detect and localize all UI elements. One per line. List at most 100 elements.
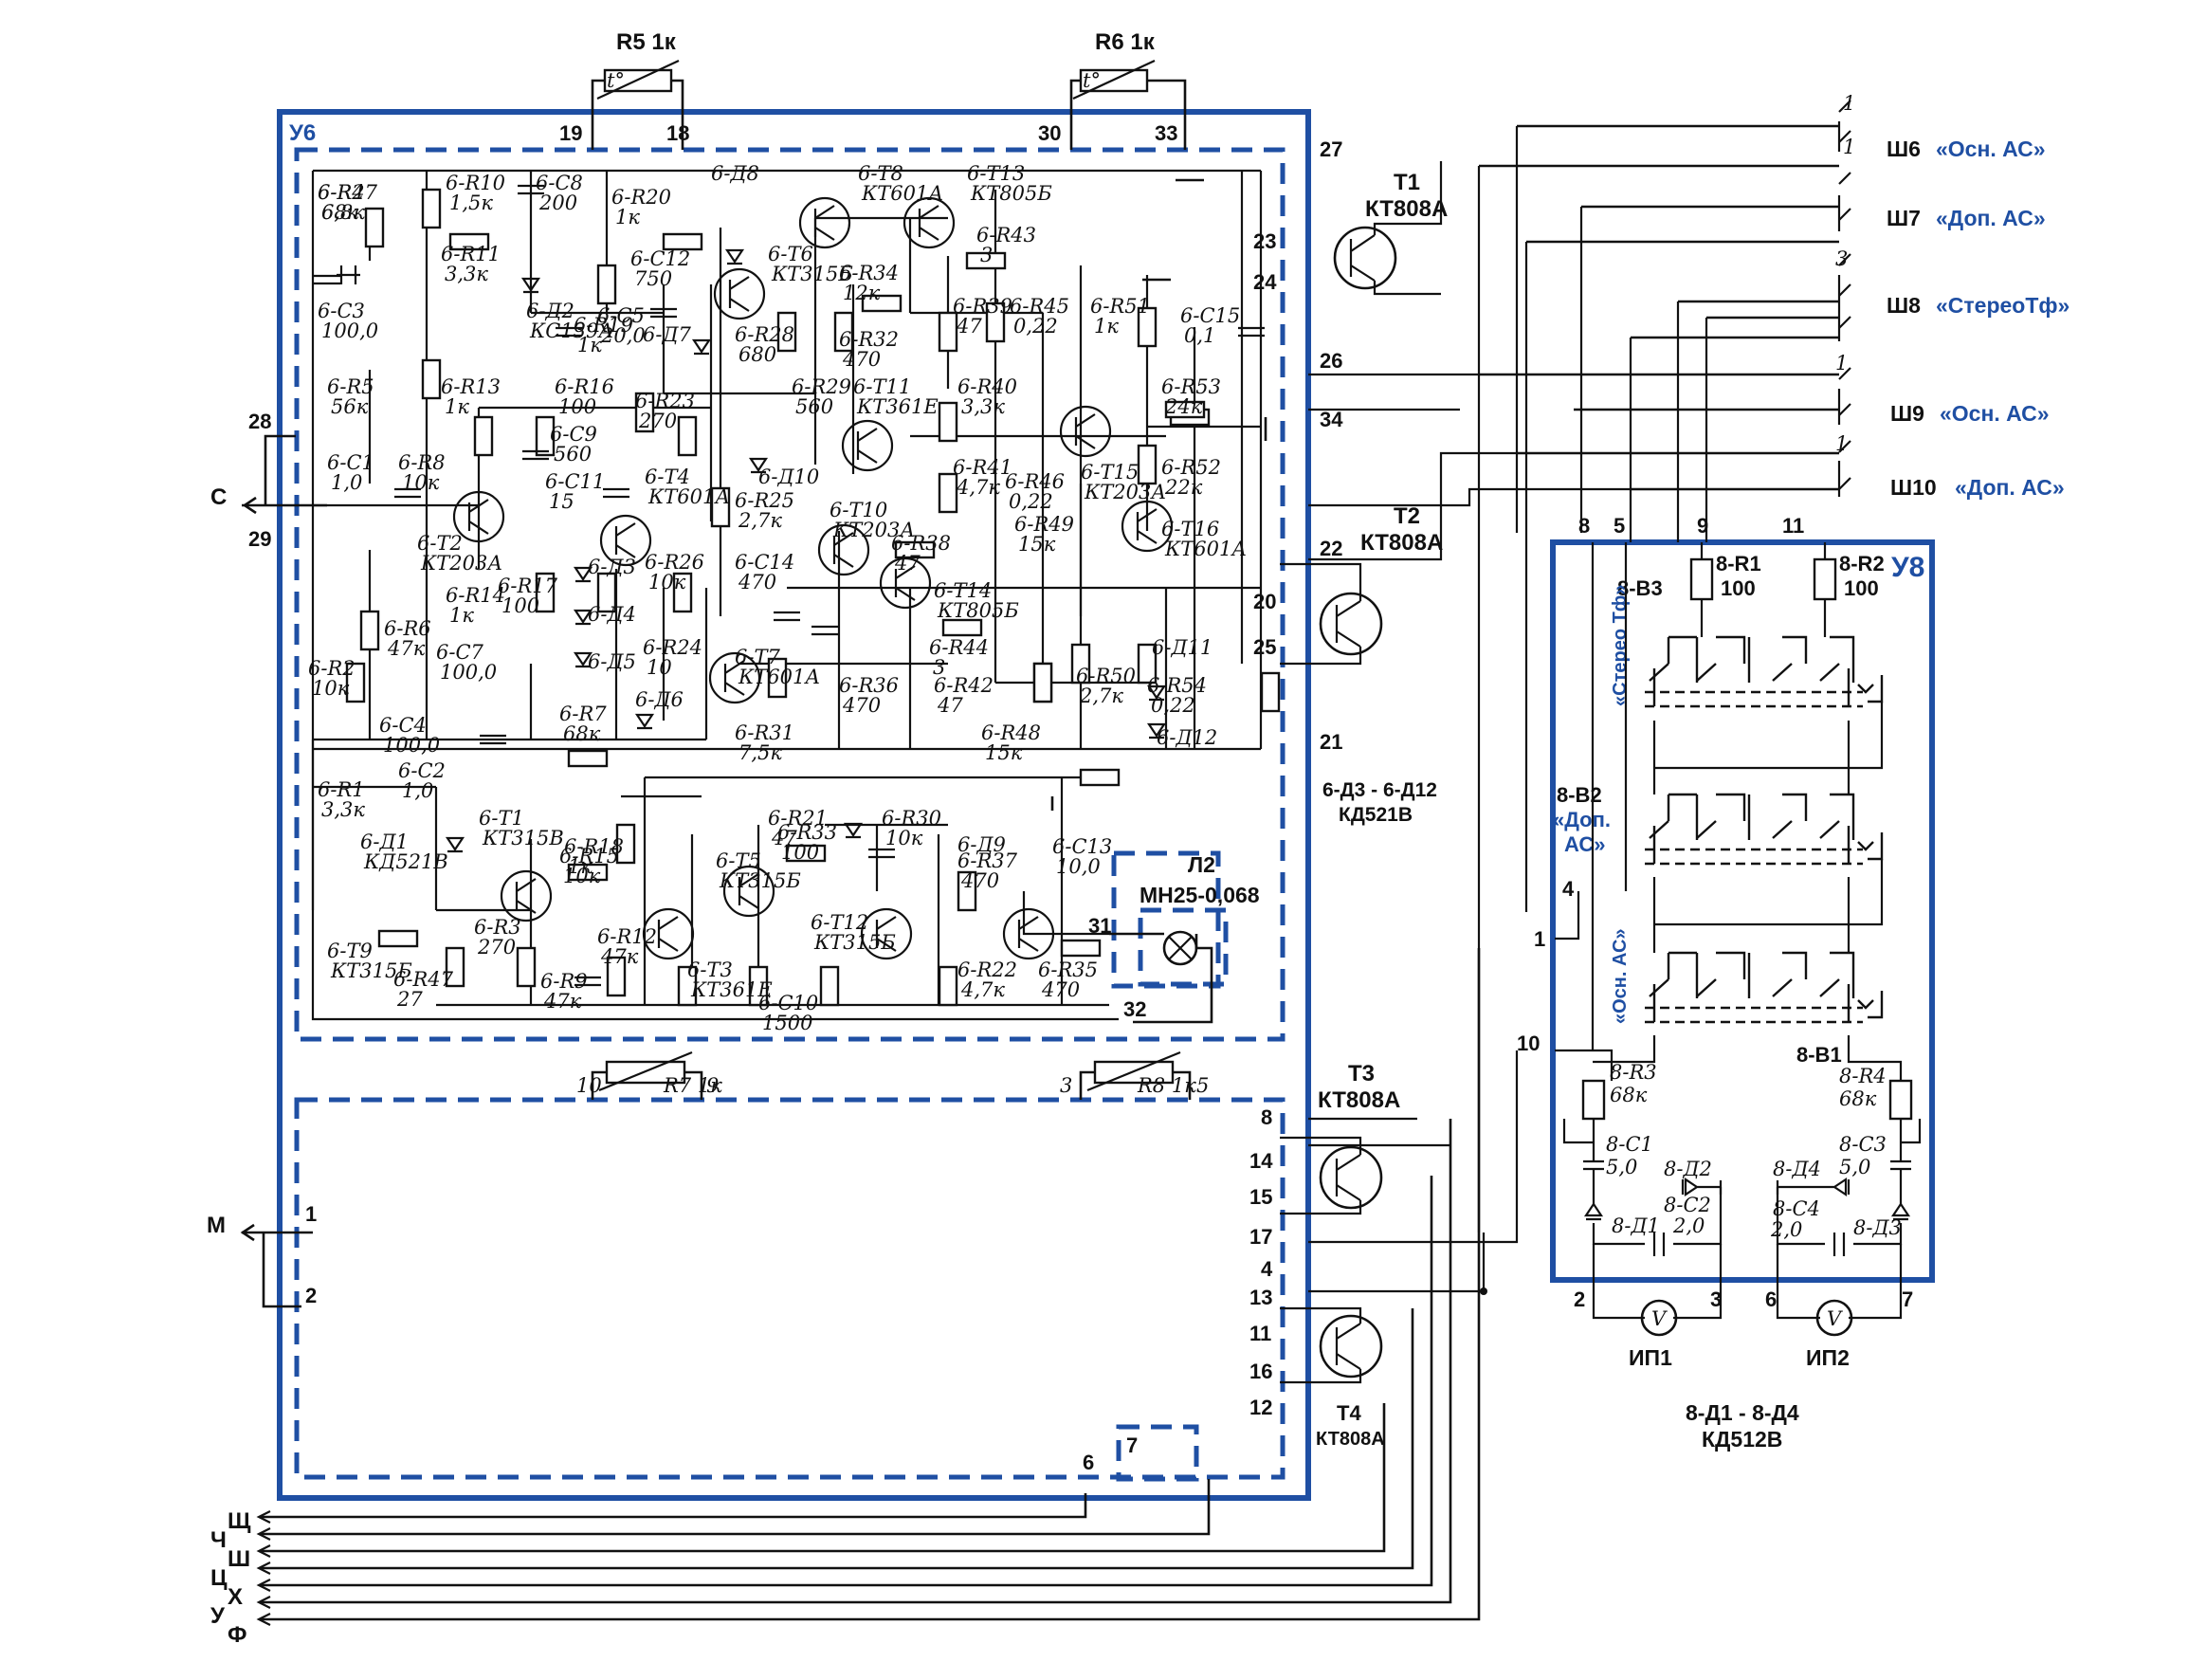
pin-24: 24 xyxy=(1253,270,1277,294)
bus-kh: Х xyxy=(228,1584,243,1610)
pin-8: 8 xyxy=(1261,1105,1272,1129)
svg-text:6-R5: 6-R5 xyxy=(327,375,374,398)
svg-text:47к: 47к xyxy=(600,945,639,968)
svg-text:6-Т15: 6-Т15 xyxy=(1081,461,1139,484)
t1-leads xyxy=(1349,161,1443,296)
svg-text:6-R12: 6-R12 xyxy=(597,925,657,948)
u8-r3-resistor xyxy=(1581,1079,1606,1121)
svg-text:68к: 68к xyxy=(563,722,601,745)
r6-thermistor-slash xyxy=(1072,60,1156,100)
u6-upper-subboard xyxy=(294,147,1285,1042)
svg-text:470: 470 xyxy=(738,571,776,593)
input-c-label: С xyxy=(210,484,227,510)
u8-pin-3: 3 xyxy=(1710,1287,1722,1311)
svg-text:1,5к: 1,5к xyxy=(449,192,493,214)
svg-text:47к: 47к xyxy=(543,990,582,1013)
svg-text:КТ315Б: КТ315Б xyxy=(719,869,801,892)
svg-text:6-R33: 6-R33 xyxy=(777,821,837,844)
r8-leads xyxy=(1079,1070,1192,1100)
svg-text:6-Д5: 6-Д5 xyxy=(588,650,636,673)
svg-text:100,0: 100,0 xyxy=(440,661,497,684)
svg-text:6-Д12: 6-Д12 xyxy=(1157,726,1217,749)
bus-ch: Ч xyxy=(210,1527,227,1553)
svg-text:750: 750 xyxy=(634,267,672,290)
u8-pin-7: 7 xyxy=(1902,1287,1913,1311)
svg-text:6-Д9: 6-Д9 xyxy=(957,833,1006,856)
r8-label: R8 1к xyxy=(1137,1074,1196,1097)
svg-text:47: 47 xyxy=(937,694,963,717)
connector-sh7-name: «Доп. АС» xyxy=(1936,206,2046,230)
svg-text:6-Т10: 6-Т10 xyxy=(830,499,887,521)
svg-text:КТ361Е: КТ361Е xyxy=(856,395,939,418)
block-u8-title: У8 xyxy=(1891,552,1924,583)
switch-b2[interactable] xyxy=(1645,793,1884,866)
svg-text:6-R37: 6-R37 xyxy=(957,849,1018,872)
svg-text:6-Д11: 6-Д11 xyxy=(1152,636,1213,659)
switch-b3[interactable] xyxy=(1645,635,1884,708)
pin-19: 19 xyxy=(559,121,582,145)
svg-text:10к: 10к xyxy=(312,677,350,700)
r6-leads xyxy=(1069,79,1187,150)
r7-leads xyxy=(591,1070,703,1100)
input-m-wire xyxy=(242,1231,313,1308)
svg-text:3: 3 xyxy=(933,656,945,679)
svg-text:6-Т3: 6-Т3 xyxy=(687,959,733,981)
u8-b3-name: «Стерео Тф» xyxy=(1610,585,1631,706)
svg-text:47к: 47к xyxy=(387,637,426,660)
svg-text:6-R27: 6-R27 xyxy=(318,181,378,204)
svg-text:КД521В: КД521В xyxy=(363,850,448,873)
svg-text:6-R6: 6-R6 xyxy=(384,617,431,640)
meter-ip1 xyxy=(1640,1299,1678,1337)
pin-7: 7 xyxy=(1126,1433,1138,1457)
u8-b2-name-line2: АС» xyxy=(1564,832,1605,856)
u8-r2-ref: 8-R2 xyxy=(1839,552,1885,575)
svg-text:6-R7: 6-R7 xyxy=(559,703,607,725)
svg-text:6-С10: 6-С10 xyxy=(758,992,818,1014)
svg-text:6-Д8: 6-Д8 xyxy=(711,162,759,185)
connector-sh10-name: «Доп. АС» xyxy=(1955,475,2065,500)
pin-1: 1 xyxy=(305,1202,317,1226)
switch-b1[interactable] xyxy=(1645,951,1884,1024)
svg-text:6-R28: 6-R28 xyxy=(735,323,794,346)
svg-text:1: 1 xyxy=(1835,352,1848,374)
pin-29: 29 xyxy=(248,527,271,551)
u6-circuit-body: 6-R468к6-С3100,06-R556к6-С11,06-R810к6-R… xyxy=(308,162,1281,1034)
svg-text:6-R8: 6-R8 xyxy=(398,451,446,474)
svg-text:12к: 12к xyxy=(843,282,881,304)
u8-r1-ref: 8-R1 xyxy=(1716,552,1761,575)
svg-text:6-С8: 6-С8 xyxy=(536,172,583,194)
u8-d3-ref: 8-Д3 xyxy=(1853,1216,1902,1239)
bus-sh: Ш xyxy=(228,1546,250,1572)
t2-transistor-symbol xyxy=(1319,592,1383,656)
u8-diode-note-line2: КД512В xyxy=(1702,1427,1782,1452)
svg-text:2,7к: 2,7к xyxy=(1079,685,1123,707)
pin-17: 17 xyxy=(1249,1225,1272,1249)
svg-text:4,7к: 4,7к xyxy=(960,978,1005,1001)
svg-text:6-Д3: 6-Д3 xyxy=(588,556,636,578)
svg-text:КТ805Б: КТ805Б xyxy=(970,182,1052,205)
pin-34: 34 xyxy=(1320,408,1343,431)
pin-26: 26 xyxy=(1320,349,1342,373)
meter-ip1-glyph: V xyxy=(1651,1307,1668,1330)
t3-type: КТ808А xyxy=(1318,1087,1400,1113)
t1-ref: T1 xyxy=(1394,170,1420,195)
svg-text:15: 15 xyxy=(549,490,574,513)
u8-b2-ref: 8-В2 xyxy=(1557,783,1602,807)
svg-text:КТ203А: КТ203А xyxy=(832,519,915,541)
svg-text:6-Д1: 6-Д1 xyxy=(360,831,409,853)
connector-wiring xyxy=(1308,100,1851,1233)
u6-lower-subboard xyxy=(294,1097,1285,1480)
svg-text:6-Д6: 6-Д6 xyxy=(635,688,684,711)
svg-text:1к: 1к xyxy=(568,855,593,878)
pin-32: 32 xyxy=(1123,997,1146,1021)
svg-text:47: 47 xyxy=(956,315,982,338)
u8-d2-ref: 8-Д2 xyxy=(1664,1158,1712,1180)
svg-text:3: 3 xyxy=(1835,247,1848,270)
t1-type: КТ808А xyxy=(1365,196,1448,222)
svg-text:6-R29: 6-R29 xyxy=(792,375,851,398)
svg-text:6-Т7: 6-Т7 xyxy=(735,646,780,668)
u8-pin-8: 8 xyxy=(1578,514,1590,538)
t1-transistor-symbol xyxy=(1333,226,1397,290)
t4-transistor-symbol xyxy=(1319,1314,1383,1379)
pin-27: 27 xyxy=(1320,137,1342,161)
